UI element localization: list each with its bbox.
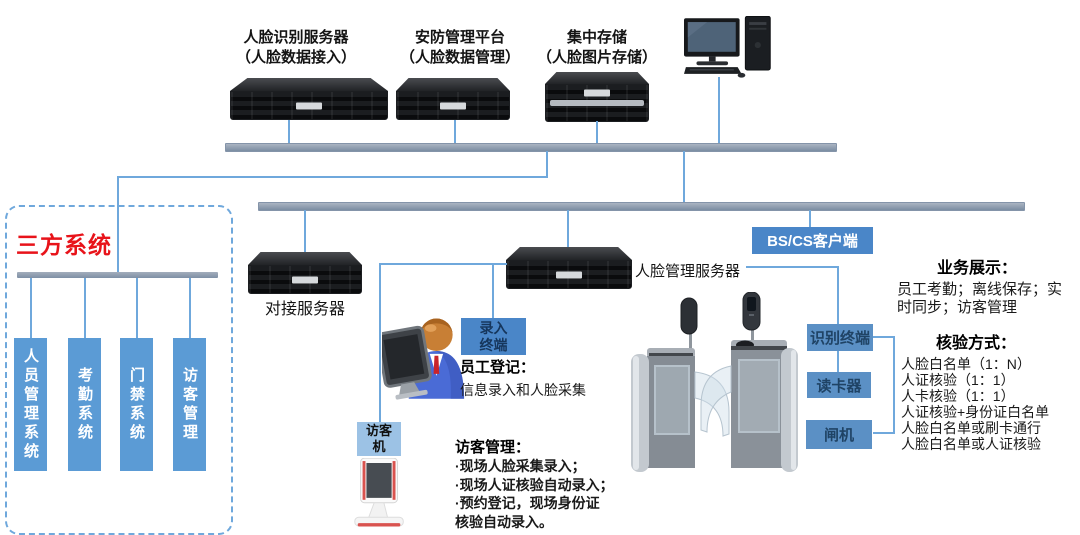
verify-note-line: 人脸白名单或刷卡通行 xyxy=(901,420,1041,436)
badge-line: 录入 xyxy=(479,319,508,336)
connector-line xyxy=(873,336,895,338)
connector-line xyxy=(379,263,381,422)
rack-server-icon xyxy=(396,78,510,120)
connector-line xyxy=(809,210,811,228)
connector-line xyxy=(117,176,548,178)
rack-server-icon xyxy=(230,78,388,120)
connector-line xyxy=(30,278,32,338)
connector-line xyxy=(117,176,119,273)
docking-server-label: 对接服务器 xyxy=(264,301,345,318)
bscs-client-badge: BS/CS客户端 xyxy=(752,227,873,254)
connector-line xyxy=(837,351,839,372)
connector-line xyxy=(718,77,720,146)
network-bus-middle xyxy=(258,202,1025,211)
verify-note-line: 人脸白名单或人证核验 xyxy=(901,436,1041,452)
visitor-management-note: 访客管理： ·现场人脸采集录入； ·现场人证核验自动录入； ·预约登记，现场身份… xyxy=(455,436,614,531)
network-bus-top xyxy=(225,143,837,152)
label-line: （人脸数据接入） xyxy=(235,49,356,66)
visitor-note-line: 核验自动录入。 xyxy=(455,513,553,530)
business-note-line: 时同步；访客管理 xyxy=(897,298,1018,316)
connector-line xyxy=(136,278,138,338)
face-management-server-icon xyxy=(506,247,632,289)
verify-note-title: 核验方式： xyxy=(935,335,1016,352)
system-box-access: 门禁系统 xyxy=(120,338,153,471)
label-line: （人脸图片存储） xyxy=(536,49,657,66)
security-platform-label: 安防管理平台 （人脸数据管理） xyxy=(390,28,530,68)
third-party-system-box xyxy=(5,205,233,535)
connector-line xyxy=(893,336,895,434)
visitor-machine-badge: 访客 机 xyxy=(357,422,401,456)
badge-line: 机 xyxy=(372,439,386,454)
visitor-note-line: ·现场人证核验自动录入； xyxy=(455,476,614,493)
badge-line: 终端 xyxy=(479,336,508,353)
entry-terminal-badge: 录入 终端 xyxy=(461,318,526,355)
connector-line xyxy=(379,263,507,265)
storage-server-icon xyxy=(545,72,649,122)
connector-line xyxy=(873,432,895,434)
verification-modes-note: 核验方式： 人脸白名单（1：N） 人证核验（1：1） 人卡核验（1：1） 人证核… xyxy=(901,329,1080,452)
business-note-line: 员工考勤；离线保存；实 xyxy=(897,281,1063,298)
connector-line xyxy=(596,121,598,146)
connector-line xyxy=(288,120,290,146)
connector-line xyxy=(567,210,569,249)
label-line: （人脸数据管理） xyxy=(399,49,520,66)
verify-note-line: 人证核验+身份证白名单 xyxy=(901,404,1050,420)
central-storage-label: 集中存储 （人脸图片存储） xyxy=(530,28,664,68)
label-line: 集中存储 xyxy=(566,29,627,46)
employee-note-title: 员工登记： xyxy=(460,359,536,376)
card-reader-badge: 读卡器 xyxy=(807,372,871,398)
label-line: 人脸识别服务器 xyxy=(243,29,349,46)
connector-line xyxy=(837,266,839,324)
face-management-server-label: 人脸管理服务器 xyxy=(635,263,741,280)
system-box-visitor: 访客管理 xyxy=(173,338,206,471)
connector-line xyxy=(746,266,839,268)
gate-badge: 闸机 xyxy=(806,420,872,449)
operator-at-computer-icon xyxy=(382,318,465,400)
visitor-note-line: ·现场人脸采集录入； xyxy=(455,458,586,474)
employee-note-body: 信息录入和人脸采集 xyxy=(460,382,586,398)
verify-note-line: 人脸白名单（1：N） xyxy=(901,356,1031,372)
desktop-computer-icon xyxy=(684,16,771,78)
badge-line: 访客 xyxy=(365,423,392,438)
recognition-terminal-badge: 识别终端 xyxy=(807,324,873,351)
employee-registration-note: 员工登记： 信息录入和人脸采集 xyxy=(460,356,586,400)
connector-line xyxy=(492,263,494,318)
system-box-attendance: 考勤系统 xyxy=(68,338,101,471)
face-recognition-server-label: 人脸识别服务器 （人脸数据接入） xyxy=(223,28,369,68)
visitor-kiosk-icon xyxy=(354,458,404,527)
connector-line xyxy=(454,120,456,146)
docking-server-icon xyxy=(248,252,362,294)
third-party-bus xyxy=(17,272,218,278)
label-line: 安防管理平台 xyxy=(414,29,505,46)
connector-line xyxy=(304,210,306,254)
connector-line xyxy=(683,151,685,204)
verify-note-line: 人卡核验（1：1） xyxy=(901,388,1015,404)
business-note-title: 业务展示： xyxy=(936,260,1017,277)
turnstile-gate-icon xyxy=(631,292,798,472)
business-display-note: 业务展示： 员工考勤；离线保存；实 时同步；访客管理 xyxy=(897,254,1079,316)
third-party-title: 三方系统 xyxy=(16,232,112,258)
connector-line xyxy=(84,278,86,338)
visitor-note-line: ·预约登记，现场身份证 xyxy=(455,495,600,511)
connector-line xyxy=(546,151,548,178)
connector-line xyxy=(189,278,191,338)
system-box-personnel: 人员管理系统 xyxy=(14,338,47,471)
visitor-note-title: 访客管理： xyxy=(455,439,531,456)
verify-note-line: 人证核验（1：1） xyxy=(901,372,1015,388)
